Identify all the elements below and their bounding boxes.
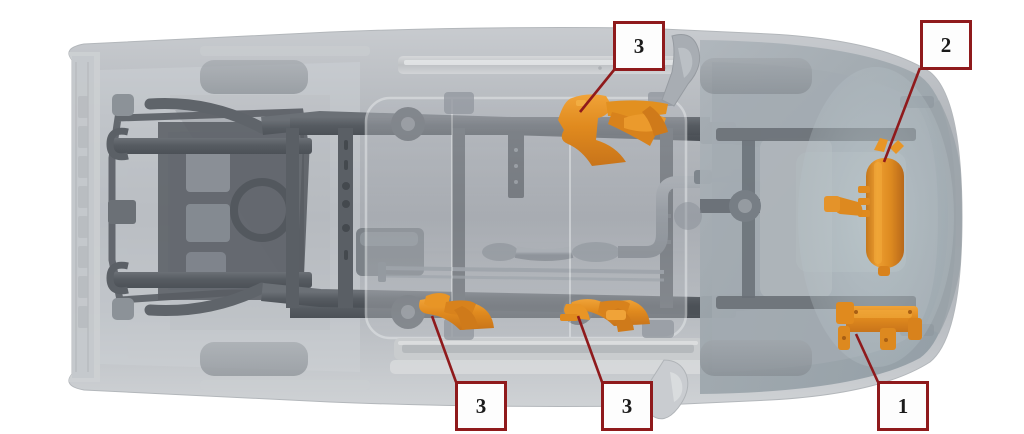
side-mirror-right — [643, 359, 689, 420]
tire-rear-left — [700, 58, 812, 94]
callout-label: 3 — [633, 33, 645, 58]
rocker-sill-right — [394, 338, 704, 360]
callout-box-2[interactable]: 2 — [920, 20, 972, 70]
tire-rear-right — [700, 340, 812, 376]
leader-3-top — [578, 69, 616, 113]
front-subframe — [106, 94, 312, 320]
tire-front-right — [200, 342, 308, 376]
leader-2 — [882, 67, 922, 163]
callout-label: 2 — [940, 32, 952, 57]
callout-label: 3 — [621, 393, 633, 418]
side-mirror-left — [661, 34, 701, 107]
tire-front-left — [200, 60, 308, 94]
rocker-sill-right-lower — [390, 360, 708, 374]
front-bumper-panel — [68, 52, 100, 382]
leader-3-bottom-left — [430, 315, 458, 383]
callout-box-1[interactable]: 1 — [877, 381, 929, 431]
callout-label: 3 — [475, 393, 487, 418]
callout-box-3-bottom-center[interactable]: 3 — [601, 381, 653, 431]
body-mount-bracket-front-right — [419, 293, 494, 330]
leader-1 — [854, 333, 880, 383]
callout-label: 1 — [897, 393, 909, 418]
wheels — [200, 58, 812, 376]
leader-3-bottom-center — [576, 315, 604, 383]
control-module-bracket — [836, 302, 922, 350]
body-mount-bracket-rear-left — [558, 94, 668, 166]
callout-leader-lines — [430, 67, 922, 383]
callout-box-3-top[interactable]: 3 — [613, 21, 665, 71]
body-mount-bracket-rear-right — [560, 299, 650, 332]
canister-assembly — [824, 138, 904, 276]
callout-box-3-bottom-left[interactable]: 3 — [455, 381, 507, 431]
roof-rail-ghost — [200, 46, 370, 390]
